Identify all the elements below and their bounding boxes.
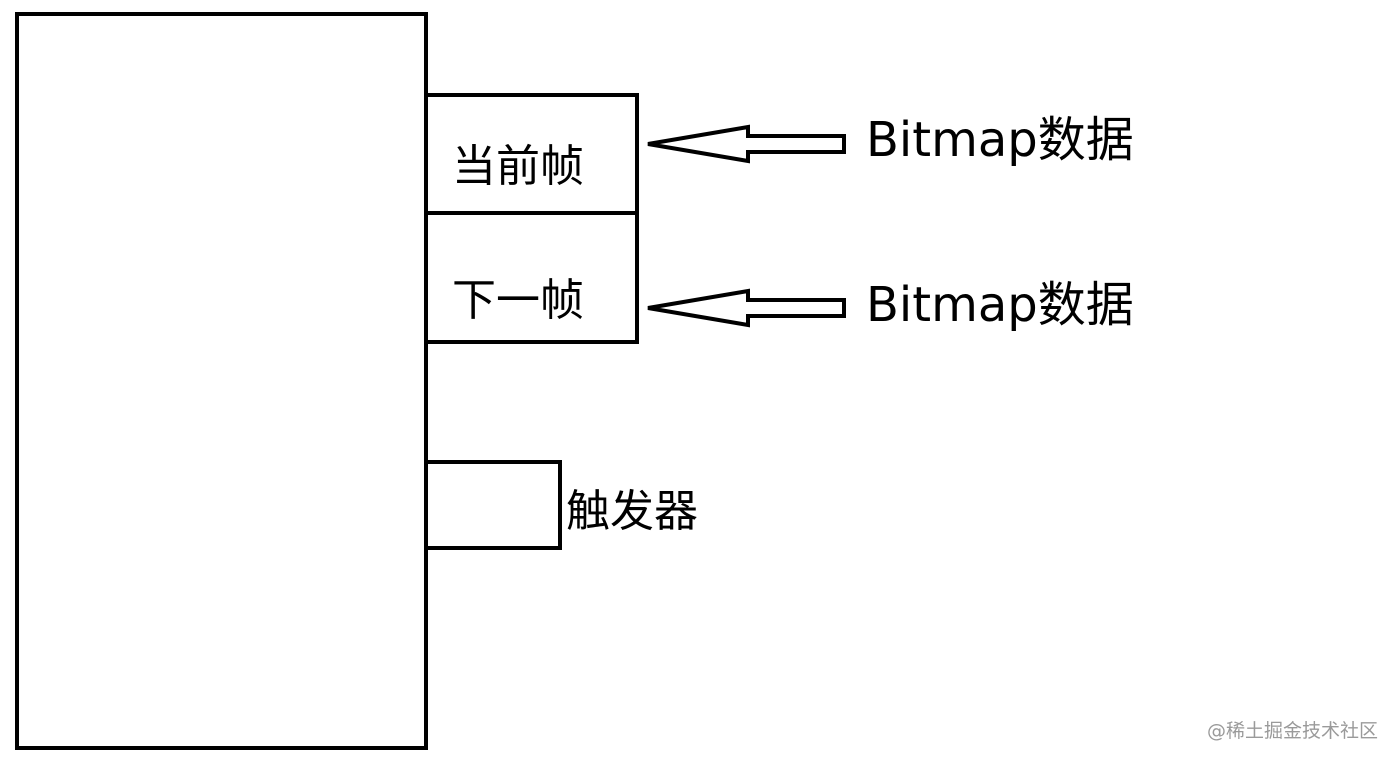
current-frame-box: 当前帧 [424, 93, 639, 215]
watermark: @稀土掘金技术社区 [1206, 720, 1378, 742]
bitmap-data-label-current: Bitmap数据 [866, 112, 1134, 168]
trigger-label: 触发器 [566, 486, 698, 537]
current-frame-label: 当前帧 [452, 141, 584, 192]
bitmap-data-label-next: Bitmap数据 [866, 277, 1134, 333]
left-arrow-icon [647, 124, 846, 164]
left-arrow-icon [647, 288, 846, 328]
trigger-box [424, 460, 562, 550]
next-frame-box: 下一帧 [424, 211, 639, 344]
main-panel [15, 12, 428, 750]
arrow-shape [647, 124, 846, 164]
next-frame-label: 下一帧 [452, 275, 584, 326]
arrow-shape [647, 288, 846, 328]
